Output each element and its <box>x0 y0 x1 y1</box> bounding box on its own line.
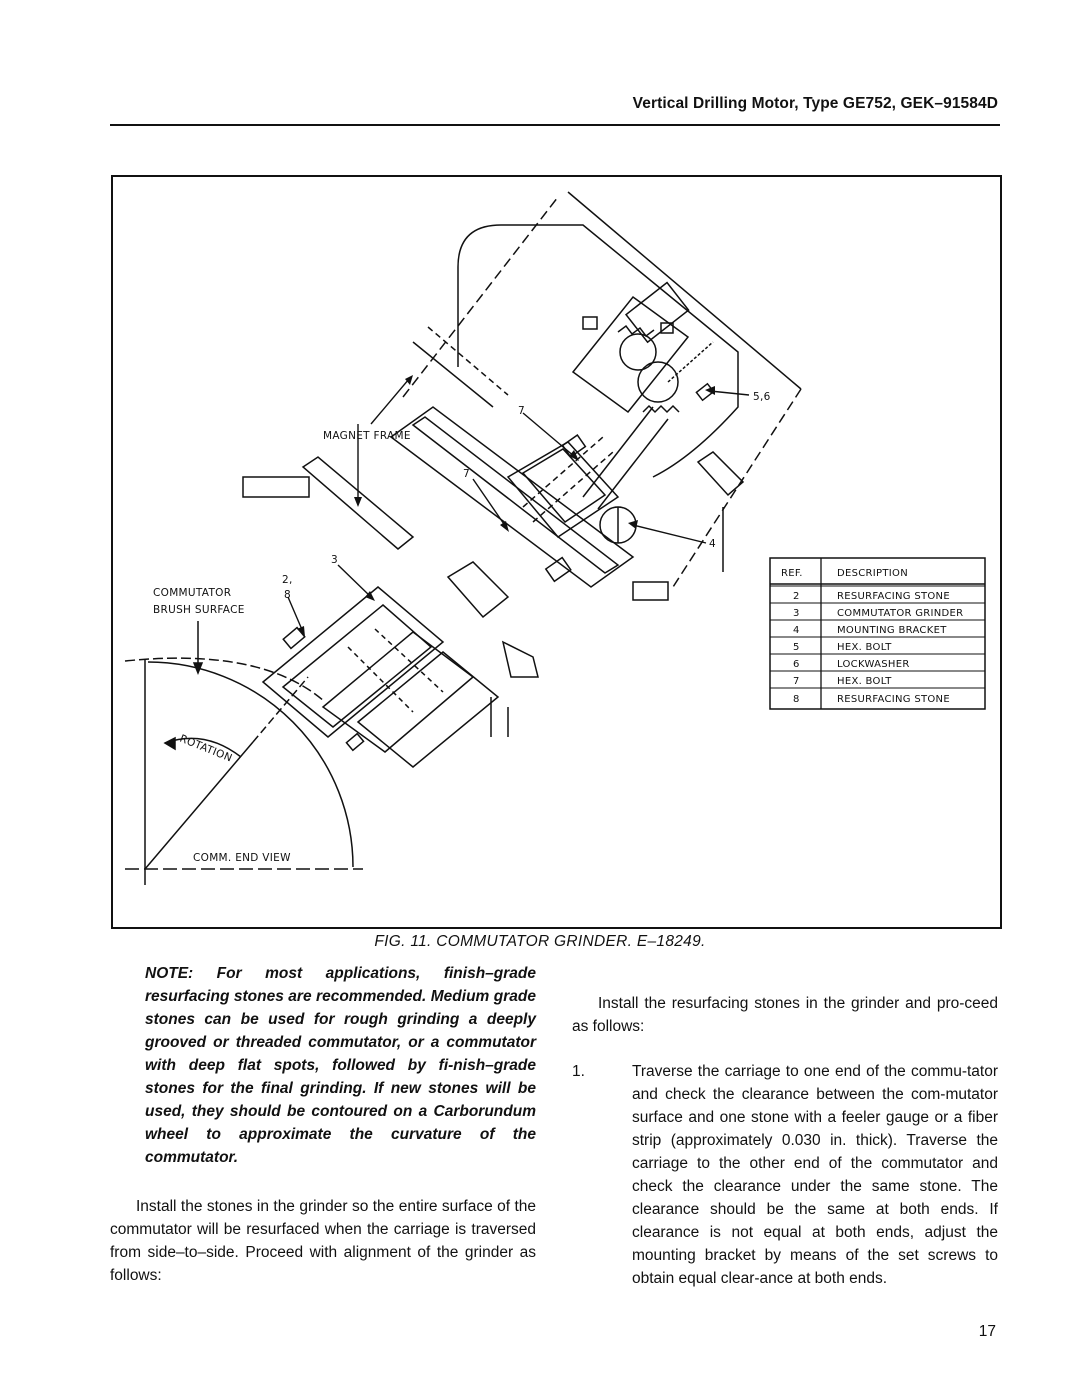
table-cell-ref: 4 <box>793 625 800 636</box>
callout-5-6: 5,6 <box>753 391 771 403</box>
page-number: 17 <box>978 1323 996 1340</box>
list-item-number: 1. <box>572 1063 585 1080</box>
label-rotation: ROTATION <box>178 733 234 765</box>
left-column: NOTE: For most applications, finish–grad… <box>110 962 536 1287</box>
label-brush-surface: BRUSH SURFACE <box>153 604 245 616</box>
table-cell-description: HEX. BOLT <box>837 676 892 687</box>
callout-7-upper: 7 <box>518 405 525 417</box>
table-header-description: DESCRIPTION <box>837 568 908 579</box>
label-comm-end-view: COMM. END VIEW <box>193 852 291 864</box>
intro-paragraph: Install the resurfacing stones in the gr… <box>572 995 998 1035</box>
drawing-linework <box>124 191 802 885</box>
callout-3: 3 <box>331 554 338 566</box>
figure-frame: MAGNET FRAME COMMUTATOR BRUSH SURFACE RO… <box>111 175 1002 929</box>
label-magnet-frame: MAGNET FRAME <box>323 430 411 442</box>
table-cell-description: MOUNTING BRACKET <box>837 625 947 636</box>
table-cell-ref: 6 <box>793 659 800 670</box>
callout-8: 8 <box>284 589 291 601</box>
callout-leaders <box>287 375 750 637</box>
table-cell-description: LOCKWASHER <box>837 659 910 670</box>
callout-2: 2, <box>282 574 293 586</box>
running-header: Vertical Drilling Motor, Type GE752, GEK… <box>632 95 998 112</box>
right-column: Install the resurfacing stones in the gr… <box>572 992 998 1290</box>
table-cell-ref: 3 <box>793 608 800 619</box>
table-cell-description: COMMUTATOR GRINDER <box>837 608 963 619</box>
callout-7-lower: 7 <box>463 468 470 480</box>
label-commutator: COMMUTATOR <box>153 587 231 599</box>
table-cell-description: RESURFACING STONE <box>837 591 950 602</box>
list-item-text: Traverse the carriage to one end of the … <box>632 1063 998 1287</box>
commutator-grinder-drawing: MAGNET FRAME COMMUTATOR BRUSH SURFACE RO… <box>124 191 986 885</box>
table-cell-ref: 8 <box>793 694 800 705</box>
figure-caption: FIG. 11. COMMUTATOR GRINDER. E–18249. <box>374 933 706 950</box>
table-cell-ref: 7 <box>793 676 800 687</box>
table-header-ref: REF. <box>781 568 803 579</box>
callout-4: 4 <box>709 538 716 550</box>
list-item: 1. Traverse the carriage to one end of t… <box>572 1060 998 1290</box>
body-paragraph: Install the stones in the grinder so the… <box>110 1198 536 1284</box>
table-cell-description: HEX. BOLT <box>837 642 892 653</box>
table-cell-ref: 2 <box>793 591 800 602</box>
note-paragraph: NOTE: For most applications, finish–grad… <box>145 965 536 1166</box>
header-rule <box>110 124 1000 126</box>
table-cell-description: RESURFACING STONE <box>837 694 950 705</box>
parts-table: REF. DESCRIPTION 2 RESURFACING STONE 3 C… <box>769 557 986 710</box>
table-cell-ref: 5 <box>793 642 800 653</box>
